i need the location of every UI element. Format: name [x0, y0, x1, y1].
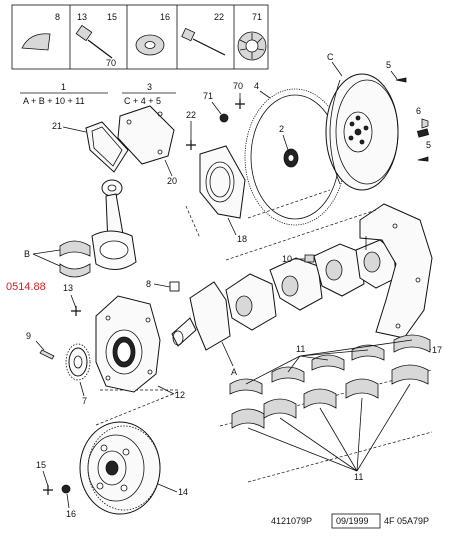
oil-seal-housing-12	[95, 295, 161, 393]
callout-11-top: 11	[296, 344, 305, 354]
group-3-formula: C + 4 + 5	[124, 96, 161, 106]
spacer-plate-18	[199, 145, 246, 219]
callout-5-top: 5	[386, 60, 391, 70]
group-1-formula: A + B + 10 + 11	[23, 96, 85, 106]
callout-5-bottom: 5	[426, 140, 431, 150]
torque-converter	[325, 73, 399, 191]
callout-17: 17	[432, 345, 442, 355]
legend-label-13: 13	[77, 12, 87, 22]
washer-marker-16	[61, 484, 71, 494]
callout-C: C	[327, 52, 334, 62]
callout-70: 70	[233, 81, 243, 91]
callout-16: 16	[66, 509, 76, 519]
callout-10: 10	[282, 254, 292, 264]
belleville-washer-icon	[237, 31, 267, 61]
legend-strip: 8 13 15 70 16 22 71	[11, 4, 269, 70]
callout-7: 7	[82, 396, 87, 406]
callout-11-bottom: 11	[354, 472, 363, 482]
group-labels: 1 A + B + 10 + 11 3 C + 4 + 5	[20, 82, 176, 106]
timing-sprocket-7	[65, 343, 91, 381]
legend-label-71: 71	[252, 12, 262, 22]
woodruff-key-icon	[21, 33, 51, 51]
pin-9	[39, 349, 55, 360]
reference-code: 0514.88	[6, 281, 46, 293]
bolt-marker-70	[235, 99, 245, 109]
callout-15: 15	[36, 460, 46, 470]
cover-plate-20	[117, 105, 175, 165]
legend-label-15-box: 15	[107, 12, 117, 22]
washer-marker-71	[219, 113, 229, 123]
main-bearing-shells-upper	[229, 334, 431, 395]
washer-icon	[135, 34, 165, 56]
callout-18: 18	[237, 234, 247, 244]
footer-date: 09/1999	[336, 516, 369, 526]
bolt-marker-22	[186, 140, 196, 150]
bolt-marker-13	[71, 306, 81, 316]
bolt-marker-15	[43, 485, 53, 495]
group-3-id: 3	[147, 82, 152, 92]
dowel-10	[304, 254, 315, 263]
flange-bolt-icon	[181, 27, 226, 56]
converter-bolts	[395, 77, 430, 162]
callout-12: 12	[175, 390, 185, 400]
bearing-shells-B	[59, 240, 91, 278]
legend-label-70: 70	[106, 58, 116, 68]
crankshaft	[171, 239, 397, 351]
group-1-id: 1	[61, 82, 66, 92]
footer-doc-number: 4121079P	[271, 516, 312, 526]
callout-20: 20	[167, 176, 177, 186]
callout-A: A	[231, 367, 237, 377]
footer-code: 4F 05A79P	[384, 516, 429, 526]
callout-9: 9	[26, 331, 31, 341]
callout-71: 71	[203, 91, 213, 101]
callout-22: 22	[186, 110, 196, 120]
gasket-21	[85, 121, 129, 173]
callout-21: 21	[52, 121, 62, 131]
backing-plate-17	[359, 203, 433, 339]
legend-label-8: 8	[55, 12, 60, 22]
legend-label-22: 22	[214, 12, 224, 22]
callout-6: 6	[416, 106, 421, 116]
crankshaft-pulley-14	[79, 421, 161, 515]
callout-14: 14	[178, 487, 188, 497]
callout-13: 13	[63, 283, 73, 293]
callout-4: 4	[254, 81, 259, 91]
footer: 4121079P 09/1999 4F 05A79P	[271, 513, 429, 529]
key-marker-8	[169, 281, 180, 292]
connecting-rod	[91, 179, 137, 270]
bolt-icon	[75, 24, 113, 59]
callout-2: 2	[279, 124, 284, 134]
main-bearing-shells-lower	[231, 364, 429, 429]
callout-B: B	[24, 249, 30, 259]
callout-8: 8	[146, 279, 151, 289]
legend-label-16: 16	[160, 12, 170, 22]
